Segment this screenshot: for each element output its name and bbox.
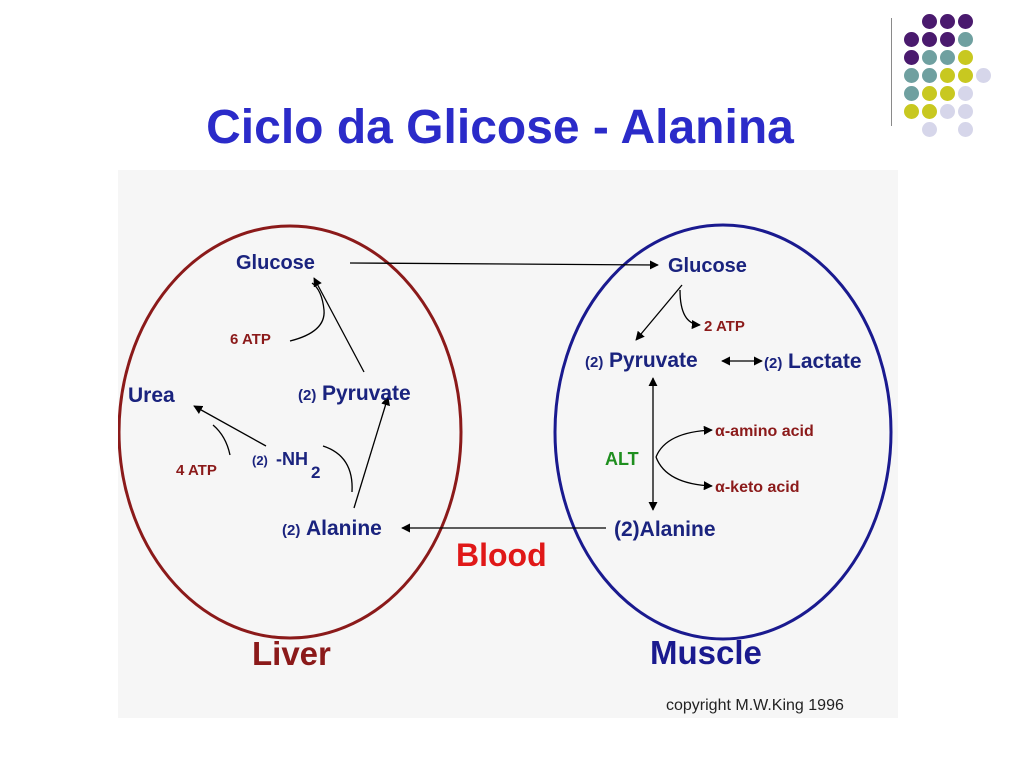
decorative-dot	[958, 104, 973, 119]
liver-pyruvate-coefficient: (2)	[298, 387, 316, 404]
enzyme-alt-label: ALT	[605, 449, 639, 469]
decorative-dot	[922, 14, 937, 29]
liver-atp4-label: 4 ATP	[176, 462, 217, 479]
arrow-alanine-to-pyruvate-liver	[353, 396, 390, 509]
blood-label: Blood	[456, 537, 547, 573]
muscle-pyruvate-label: Pyruvate	[609, 349, 698, 372]
decorative-dot	[904, 50, 919, 65]
arrow-6atp-liver	[289, 282, 325, 342]
decorative-dot	[958, 86, 973, 101]
liver-glucose-label: Glucose	[236, 252, 315, 274]
decorative-dot	[922, 50, 937, 65]
liver-atp6-label: 6 ATP	[230, 331, 271, 348]
arrow-amino-acid	[655, 425, 713, 458]
liver-compartment	[118, 224, 463, 640]
arrow-glucose-liver-to-muscle	[349, 260, 659, 270]
liver-pyruvate-label: Pyruvate	[322, 382, 411, 405]
decorative-dot	[922, 32, 937, 47]
decorative-dot	[904, 68, 919, 83]
muscle-pyruvate-coefficient: (2)	[585, 354, 603, 371]
decorative-dot	[922, 104, 937, 119]
liver-nh2-subscript: 2	[311, 463, 320, 482]
muscle-alanine-label: (2)Alanine	[614, 518, 716, 541]
arrow-4atp-liver	[212, 424, 231, 456]
decorative-dot	[940, 68, 955, 83]
keto-acid-label: α-keto acid	[715, 479, 800, 496]
decorative-dot	[940, 86, 955, 101]
muscle-lactate-label: Lactate	[788, 350, 862, 373]
header-divider	[891, 18, 892, 126]
slide-title: Ciclo da Glicose - Alanina	[206, 101, 794, 154]
decorative-dot	[958, 50, 973, 65]
decorative-dot	[922, 86, 937, 101]
decorative-dot	[904, 32, 919, 47]
muscle-atp2-label: 2 ATP	[704, 318, 745, 335]
arrow-nh2-to-alanine-liver	[322, 445, 353, 493]
decorative-dot	[958, 122, 973, 137]
arrow-glucose-to-pyruvate-muscle	[635, 284, 683, 341]
liver-nh2-coefficient: (2)	[252, 453, 268, 468]
decorative-dot	[940, 14, 955, 29]
arrow-keto-acid	[655, 456, 713, 491]
decorative-dot	[958, 32, 973, 47]
decorative-dot	[958, 68, 973, 83]
liver-alanine-coefficient: (2)	[282, 522, 300, 539]
decorative-dot	[976, 68, 991, 83]
liver-nh2-label: -NH	[276, 449, 308, 469]
arrow-2atp-muscle	[679, 289, 701, 330]
copyright-label: copyright M.W.King 1996	[666, 697, 844, 714]
muscle-lactate-coefficient: (2)	[764, 355, 782, 372]
liver-urea-label: Urea	[128, 384, 175, 407]
decorative-dot	[904, 86, 919, 101]
decorative-dot	[922, 122, 937, 137]
glucose-alanine-cycle-diagram: Glucose 6 ATP Urea (2) Pyruvate (2) -NH …	[118, 170, 898, 718]
arrow-pyruvate-to-glucose-liver	[313, 277, 365, 373]
decorative-dot	[922, 68, 937, 83]
muscle-compartment-label: Muscle	[650, 634, 762, 671]
muscle-glucose-label: Glucose	[668, 255, 747, 277]
decorative-dot	[940, 104, 955, 119]
liver-compartment-label: Liver	[252, 635, 331, 672]
decorative-dot	[958, 14, 973, 29]
amino-acid-label: α-amino acid	[715, 423, 814, 440]
arrow-nh2-to-urea	[193, 405, 267, 447]
decorative-dot	[904, 104, 919, 119]
decorative-dot	[940, 32, 955, 47]
muscle-compartment	[553, 223, 893, 641]
decorative-dot	[940, 50, 955, 65]
liver-alanine-label: Alanine	[306, 517, 382, 540]
